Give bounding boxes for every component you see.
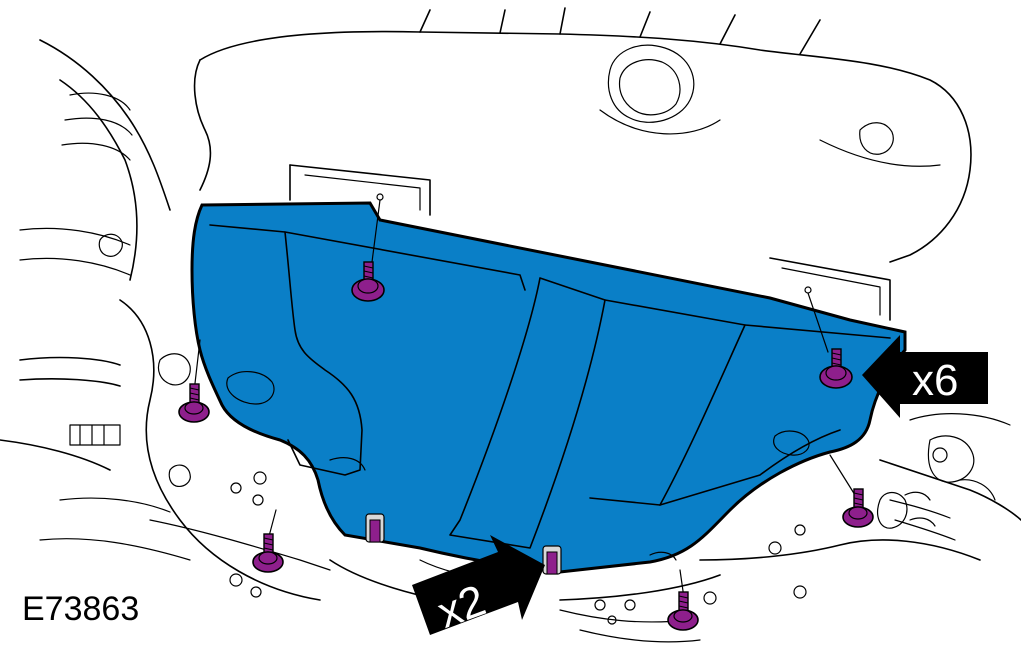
callout-lower: x2 (412, 535, 545, 638)
clip-group (365, 513, 562, 575)
bolt-icon (178, 383, 210, 423)
engine-undertray-shield (190, 193, 907, 599)
clip-icon (365, 513, 385, 543)
clip-icon (542, 545, 562, 575)
callout-arrow-upper (862, 335, 988, 418)
shield-body (190, 201, 907, 574)
bolt-icon (842, 488, 874, 528)
figure-id-label: E73863 (22, 590, 140, 628)
callout-upper-label: x6 (912, 356, 958, 405)
bolt-icon (667, 591, 699, 631)
engine-line-art (0, 7, 1021, 643)
bolt-icon (819, 348, 853, 389)
callout-arrow-lower (412, 535, 545, 635)
bolt-group (178, 261, 874, 631)
bolt-icon (351, 261, 385, 302)
bolt-icon (252, 533, 284, 573)
callout-upper: x6 (862, 335, 988, 418)
